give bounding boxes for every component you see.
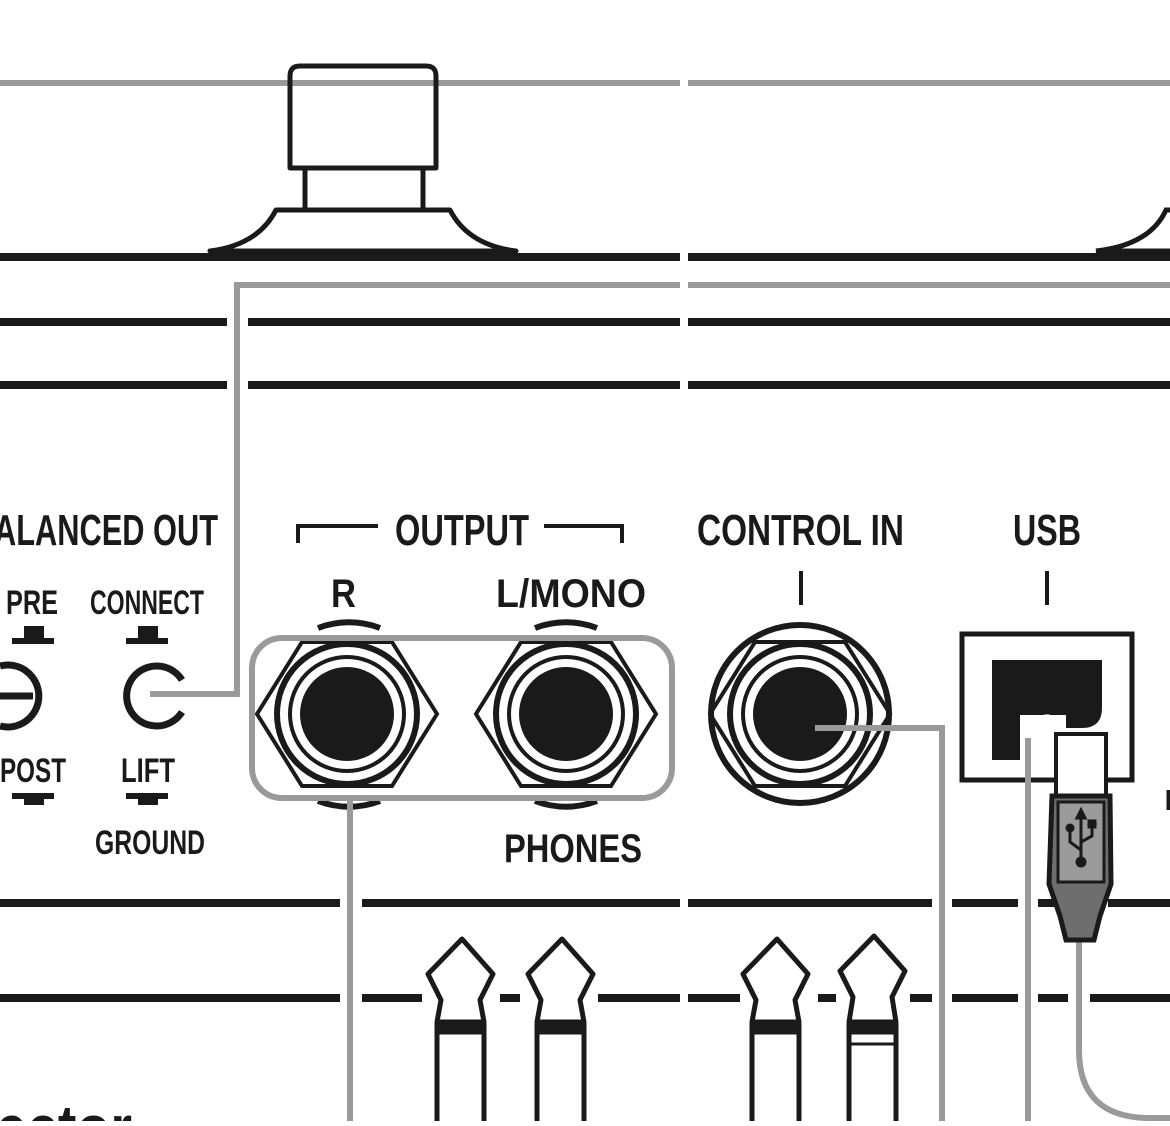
pedal-foot xyxy=(207,63,519,254)
top-panel-lines xyxy=(0,253,1170,389)
ground-label: GROUND xyxy=(95,824,205,862)
usb-port[interactable] xyxy=(959,631,1135,783)
lower-callout-lines xyxy=(347,725,1170,1121)
switch-position-marks-bottom xyxy=(12,793,168,805)
post-label: POST xyxy=(0,752,66,790)
jack-plug-4 xyxy=(837,933,908,1121)
jack-plug-2 xyxy=(525,936,596,1121)
jack-plug-3 xyxy=(740,936,811,1121)
control-in-jack[interactable] xyxy=(707,622,893,806)
switch-position-marks-top xyxy=(12,626,168,644)
phones-label: PHONES xyxy=(504,827,642,871)
output-label: OUTPUT xyxy=(395,506,529,555)
pre-post-switch[interactable] xyxy=(0,661,43,731)
right-pedal-foot-partial xyxy=(1095,207,1170,254)
connect-label: CONNECT xyxy=(90,584,204,622)
lower-panel-lines xyxy=(0,899,1170,1002)
ground-lift-callout-line xyxy=(150,282,1170,697)
l-mono-label: L/MONO xyxy=(496,572,646,616)
usb-label: USB xyxy=(1013,506,1081,555)
balanced-out-label: ALANCED OUT xyxy=(0,506,218,555)
ground-lift-switch[interactable] xyxy=(123,662,185,730)
jack-plug-1 xyxy=(425,936,496,1121)
connector-caption-fragment: ector xyxy=(0,1092,132,1121)
output-bracket xyxy=(296,524,624,543)
lift-label: LIFT xyxy=(121,752,175,790)
usb-plug[interactable] xyxy=(1037,714,1114,943)
r-label: R xyxy=(331,572,356,616)
usb-trident-icon xyxy=(1065,806,1097,868)
pre-label: PRE xyxy=(6,584,58,622)
output-r-jack[interactable] xyxy=(254,619,440,810)
output-highlight-box xyxy=(249,635,675,801)
control-in-label: CONTROL IN xyxy=(697,506,904,555)
output-l-mono-jack[interactable] xyxy=(473,619,659,810)
